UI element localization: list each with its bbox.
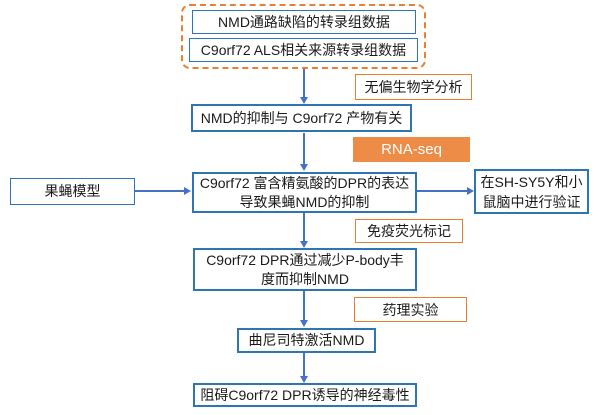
- arrow-model-to-finding2: [135, 186, 191, 195]
- label-pharmacology-experiment: 药理实验: [354, 297, 467, 322]
- label-unbiased-biology-analysis: 无偏生物学分析: [355, 74, 472, 100]
- arrow-finding2-to-finding3: [299, 213, 308, 248]
- node-tranilast-activates-nmd: 曲尼司特激活NMD: [237, 328, 376, 353]
- node-blocks-dpr-neurotoxicity: 阻碍C9orf72 DPR诱导的神经毒性: [193, 383, 417, 407]
- label-rna-seq: RNA-seq: [353, 137, 470, 162]
- node-nmd-pathway-transcriptome-data: NMD通路缺陷的转录组数据: [192, 10, 416, 34]
- arrow-finding1-to-finding2: [299, 133, 308, 171]
- node-validation-shsy5y-mouse-brain: 在SH-SY5Y和小 鼠脑中进行验证: [474, 169, 589, 214]
- input-data-group-border: [181, 4, 426, 69]
- node-dpr-reduces-pbody-inhibits-nmd: C9orf72 DPR通过减少P-body丰 度而抑制NMD: [193, 248, 417, 291]
- label-immunofluorescence: 免疫荧光标记: [355, 219, 463, 243]
- arrow-finding3-to-finding4: [299, 291, 308, 327]
- node-fly-model: 果蝇模型: [10, 178, 135, 205]
- arrow-inputs-to-finding1: [299, 69, 308, 104]
- node-c9orf72-als-transcriptome-data: C9orf72 ALS相关来源转录组数据: [189, 38, 418, 62]
- arrow-finding2-to-validation: [417, 186, 474, 195]
- node-dpr-expression-causes-nmd-inhibition: C9orf72 富含精氨酸的DPR的表达 导致果蝇NMD的抑制: [192, 172, 417, 213]
- node-nmd-inhibition-related-to-c9orf72: NMD的抑制与 C9orf72 产物有关: [191, 104, 412, 132]
- arrow-finding4-to-outcome: [299, 353, 308, 383]
